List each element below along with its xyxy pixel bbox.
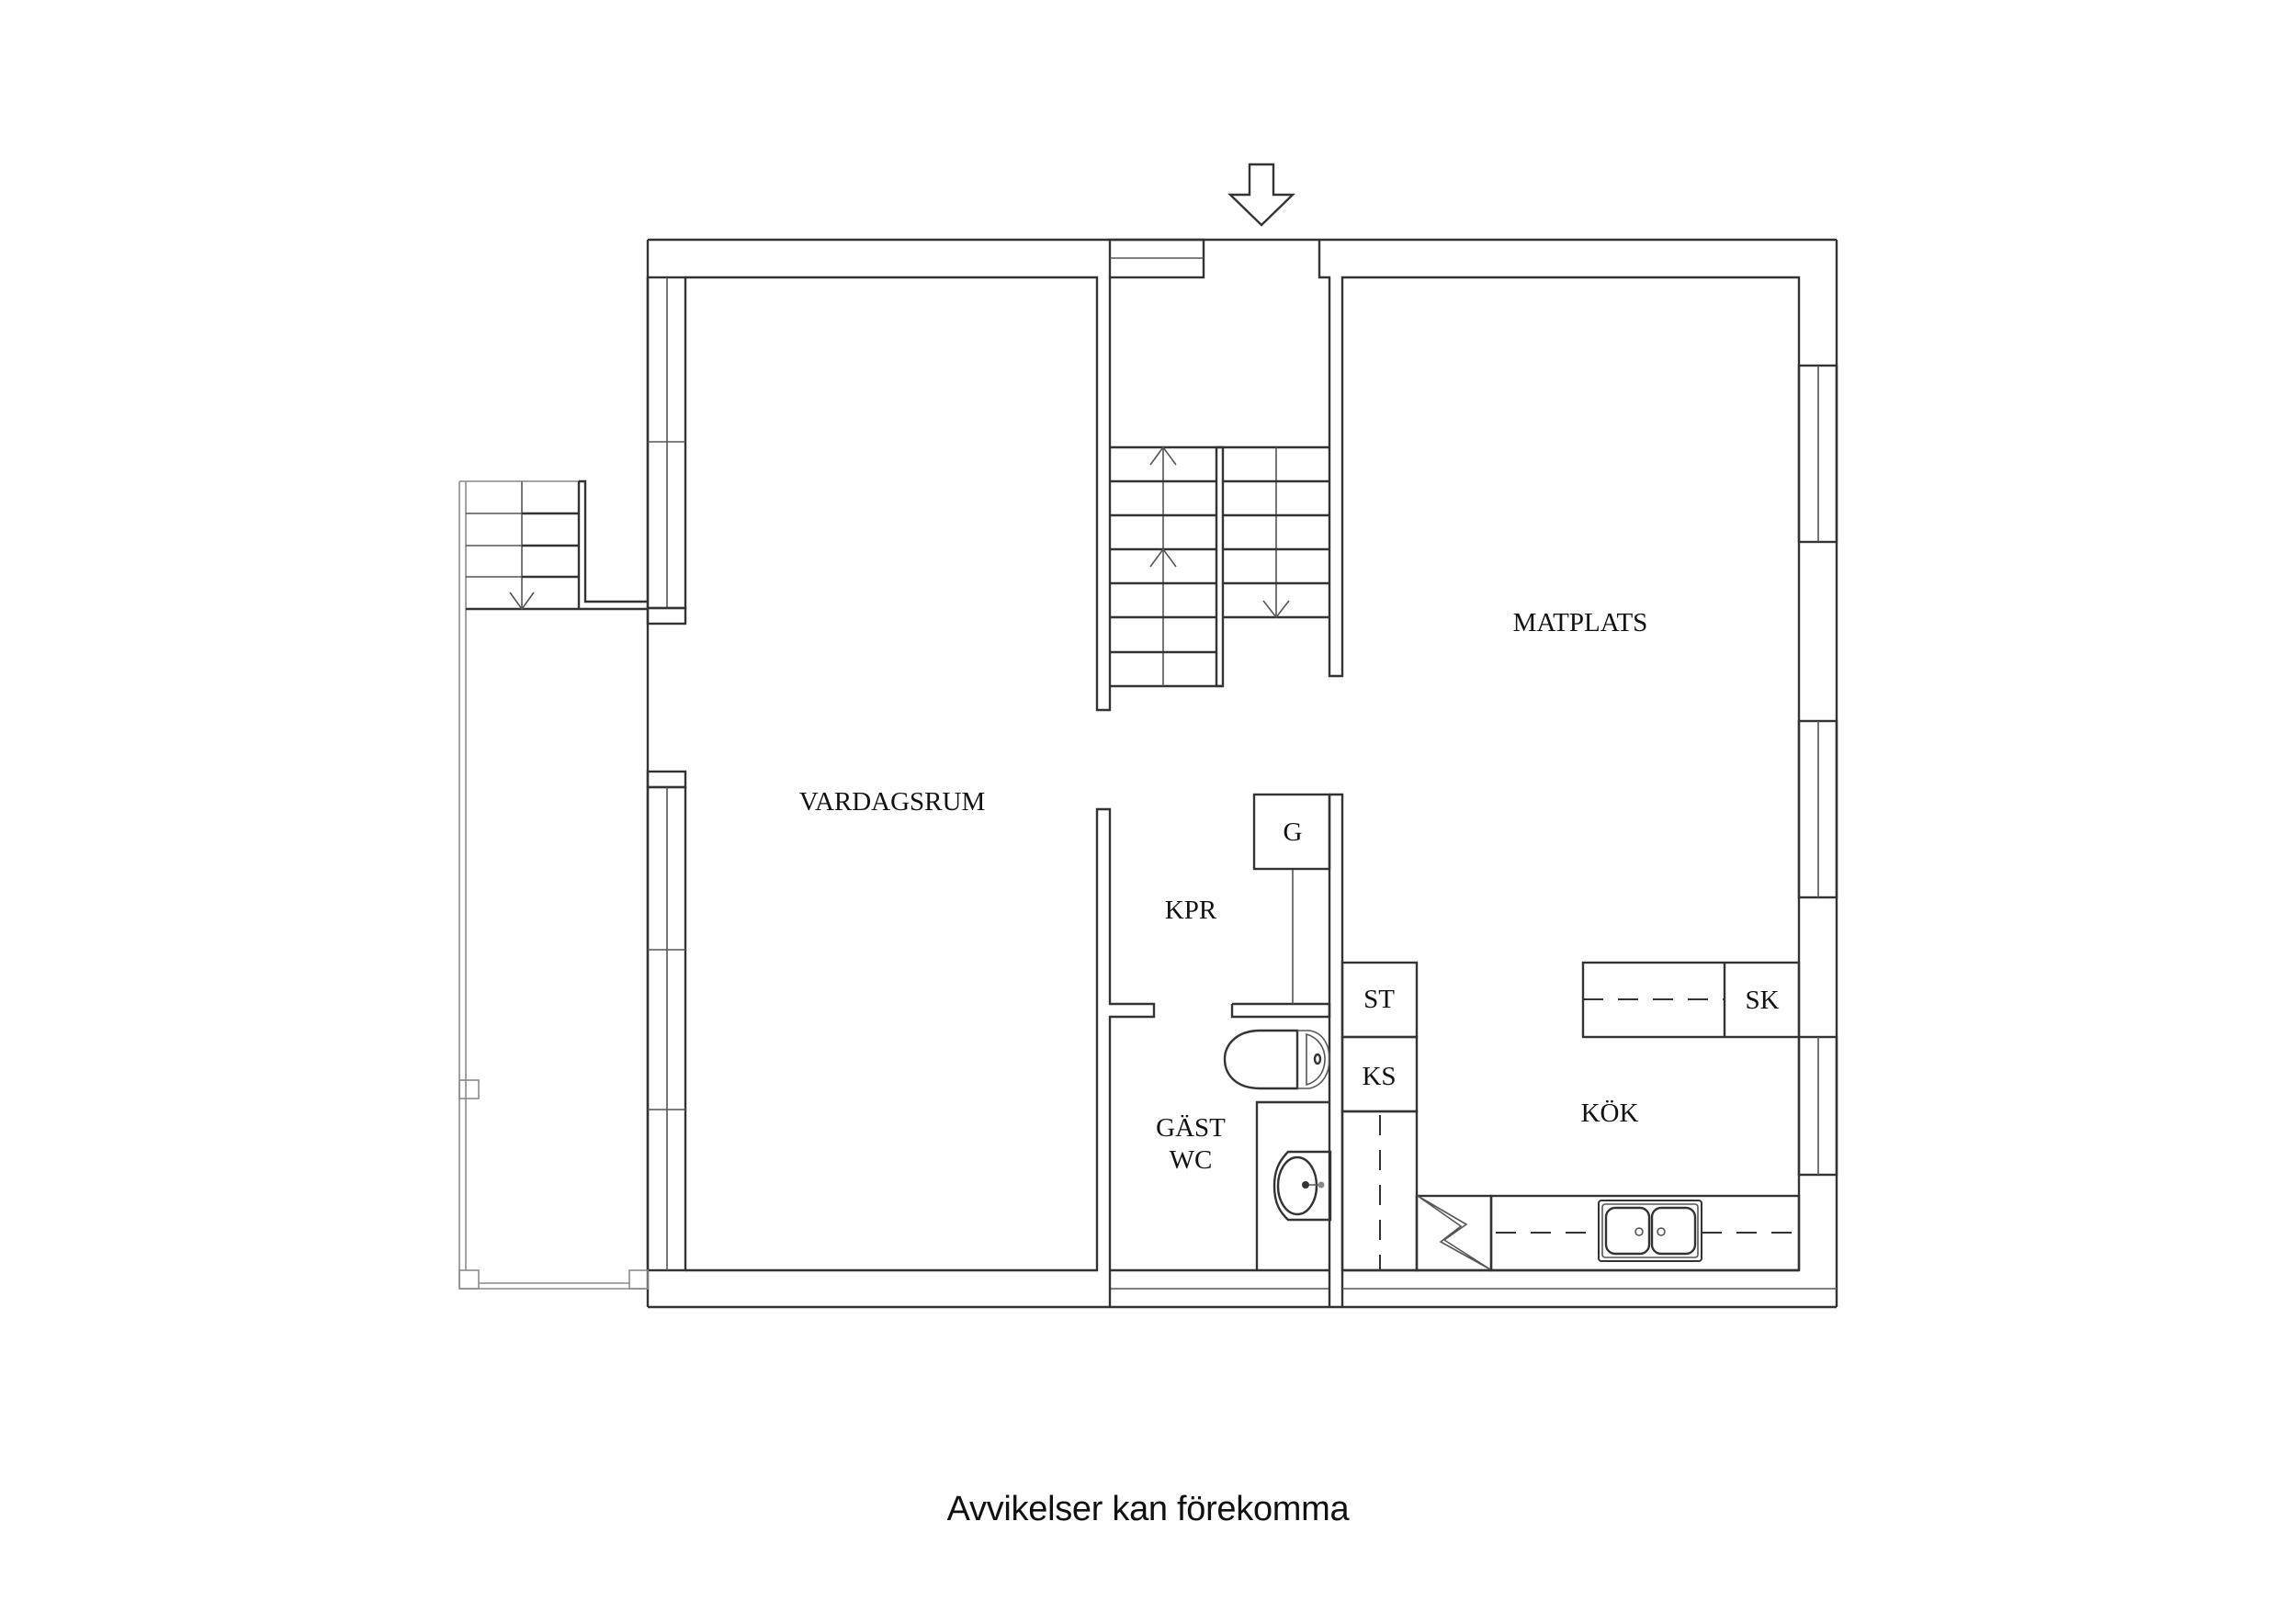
terrace — [458, 480, 649, 1290]
tall-cabinet — [1340, 1110, 1419, 1272]
wash-basin-icon — [1272, 1150, 1332, 1222]
fixture-st: ST — [1340, 961, 1419, 1039]
fixture-ks-label: KS — [1362, 1062, 1396, 1091]
fixture-ks: KS — [1340, 1035, 1419, 1113]
room-label-kok: KÖK — [1581, 1099, 1639, 1128]
window-right-3 — [1797, 1035, 1838, 1177]
counter-sk: SK — [1581, 961, 1801, 1039]
fixture-g: G — [1252, 793, 1331, 871]
appliance-zigzag — [1415, 1194, 1493, 1272]
window-right-1 — [1797, 364, 1838, 544]
fixture-g-label: G — [1284, 817, 1303, 847]
exterior-walls — [646, 238, 1838, 1309]
room-label-vardagsrum: VARDAGSRUM — [799, 787, 986, 817]
toilet-icon — [1223, 1029, 1330, 1090]
room-label-gast: GÄST — [1156, 1113, 1226, 1143]
outdoor-staircase — [466, 479, 648, 611]
fixture-st-label: ST — [1363, 985, 1395, 1014]
entrance-arrow-icon — [1227, 163, 1295, 227]
window-left-lower — [646, 770, 687, 1272]
room-label-kpr: KPR — [1165, 896, 1217, 925]
wc-sink-cabinet — [1255, 1100, 1329, 1270]
window-right-2 — [1797, 719, 1838, 899]
staircase — [1110, 445, 1329, 688]
fixture-sk-label: SK — [1745, 986, 1779, 1015]
window-left-upper — [646, 276, 687, 626]
room-label-matplats: MATPLATS — [1513, 608, 1648, 637]
disclaimer-text: Avvikelser kan förekomma — [946, 1490, 1350, 1528]
double-sink-icon — [1598, 1200, 1702, 1262]
kitchen-counter — [1489, 1194, 1801, 1272]
room-label-wc: WC — [1170, 1145, 1213, 1175]
